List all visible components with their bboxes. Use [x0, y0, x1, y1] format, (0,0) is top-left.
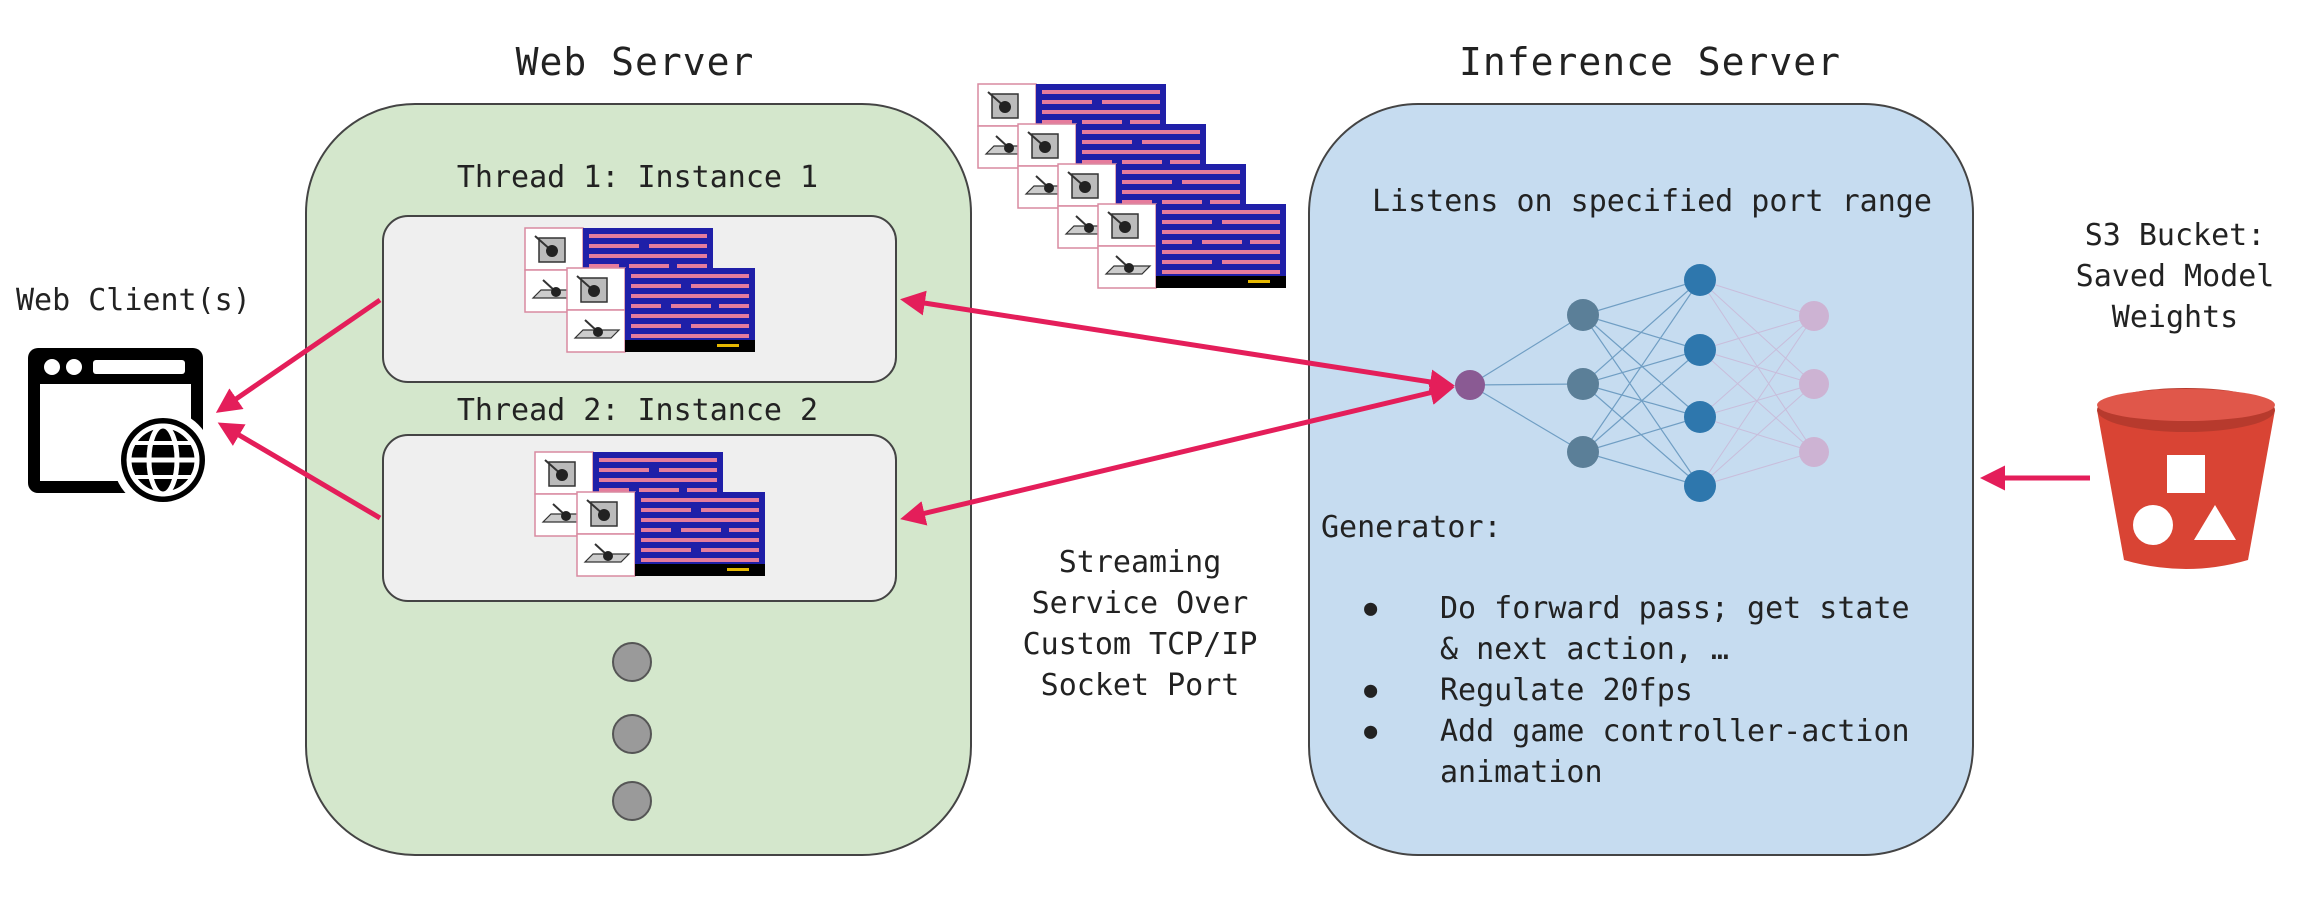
neural-network-icon	[1455, 264, 1829, 502]
more-threads-dot	[612, 781, 652, 821]
s3-line: S3 Bucket:	[2084, 218, 2266, 253]
streaming-line: Service Over	[1031, 586, 1249, 621]
browser-globe-icon	[28, 348, 213, 510]
streaming-line: Streaming	[1058, 545, 1222, 580]
arrow-thread1-to-client	[215, 297, 382, 413]
s3-bucket-text: S3 Bucket: Saved Model Weights	[2050, 215, 2300, 338]
connection-arrows	[215, 290, 2090, 526]
thread-1-game-frames-image	[524, 227, 756, 353]
listens-text: Listens on specified port range	[1372, 184, 1932, 219]
thread-2-game-frames-image	[534, 451, 766, 577]
web-client-label: Web Client(s)	[16, 283, 251, 318]
thread-1-label: Thread 1: Instance 1	[456, 160, 819, 195]
more-threads-dot	[612, 714, 652, 754]
streaming-line: Custom TCP/IP	[1022, 627, 1258, 662]
generator-item: Regulate 20fps	[1320, 670, 1940, 711]
arrow-thread2-to-client	[217, 422, 382, 521]
generator-item: Do forward pass; get state & next action…	[1320, 588, 1940, 670]
streaming-line: Socket Port	[1040, 668, 1240, 703]
streaming-service-text: Streaming Service Over Custom TCP/IP Soc…	[1000, 542, 1280, 706]
streaming-game-frames-image	[977, 83, 1287, 289]
arrow-thread2-inference	[900, 380, 1455, 526]
generator-list: Do forward pass; get state & next action…	[1320, 588, 1940, 793]
generator-item: Add game controller-action animation	[1320, 711, 1940, 793]
thread-2-label: Thread 2: Instance 2	[456, 393, 819, 428]
s3-bucket-icon	[2097, 388, 2275, 569]
s3-line: Weights	[2111, 300, 2239, 335]
inference-server-title: Inference Server	[1458, 40, 1842, 84]
web-server-title: Web Server	[515, 40, 755, 84]
arrow-thread1-inference	[900, 290, 1455, 395]
more-threads-dot	[612, 642, 652, 682]
s3-line: Saved Model	[2075, 259, 2275, 294]
